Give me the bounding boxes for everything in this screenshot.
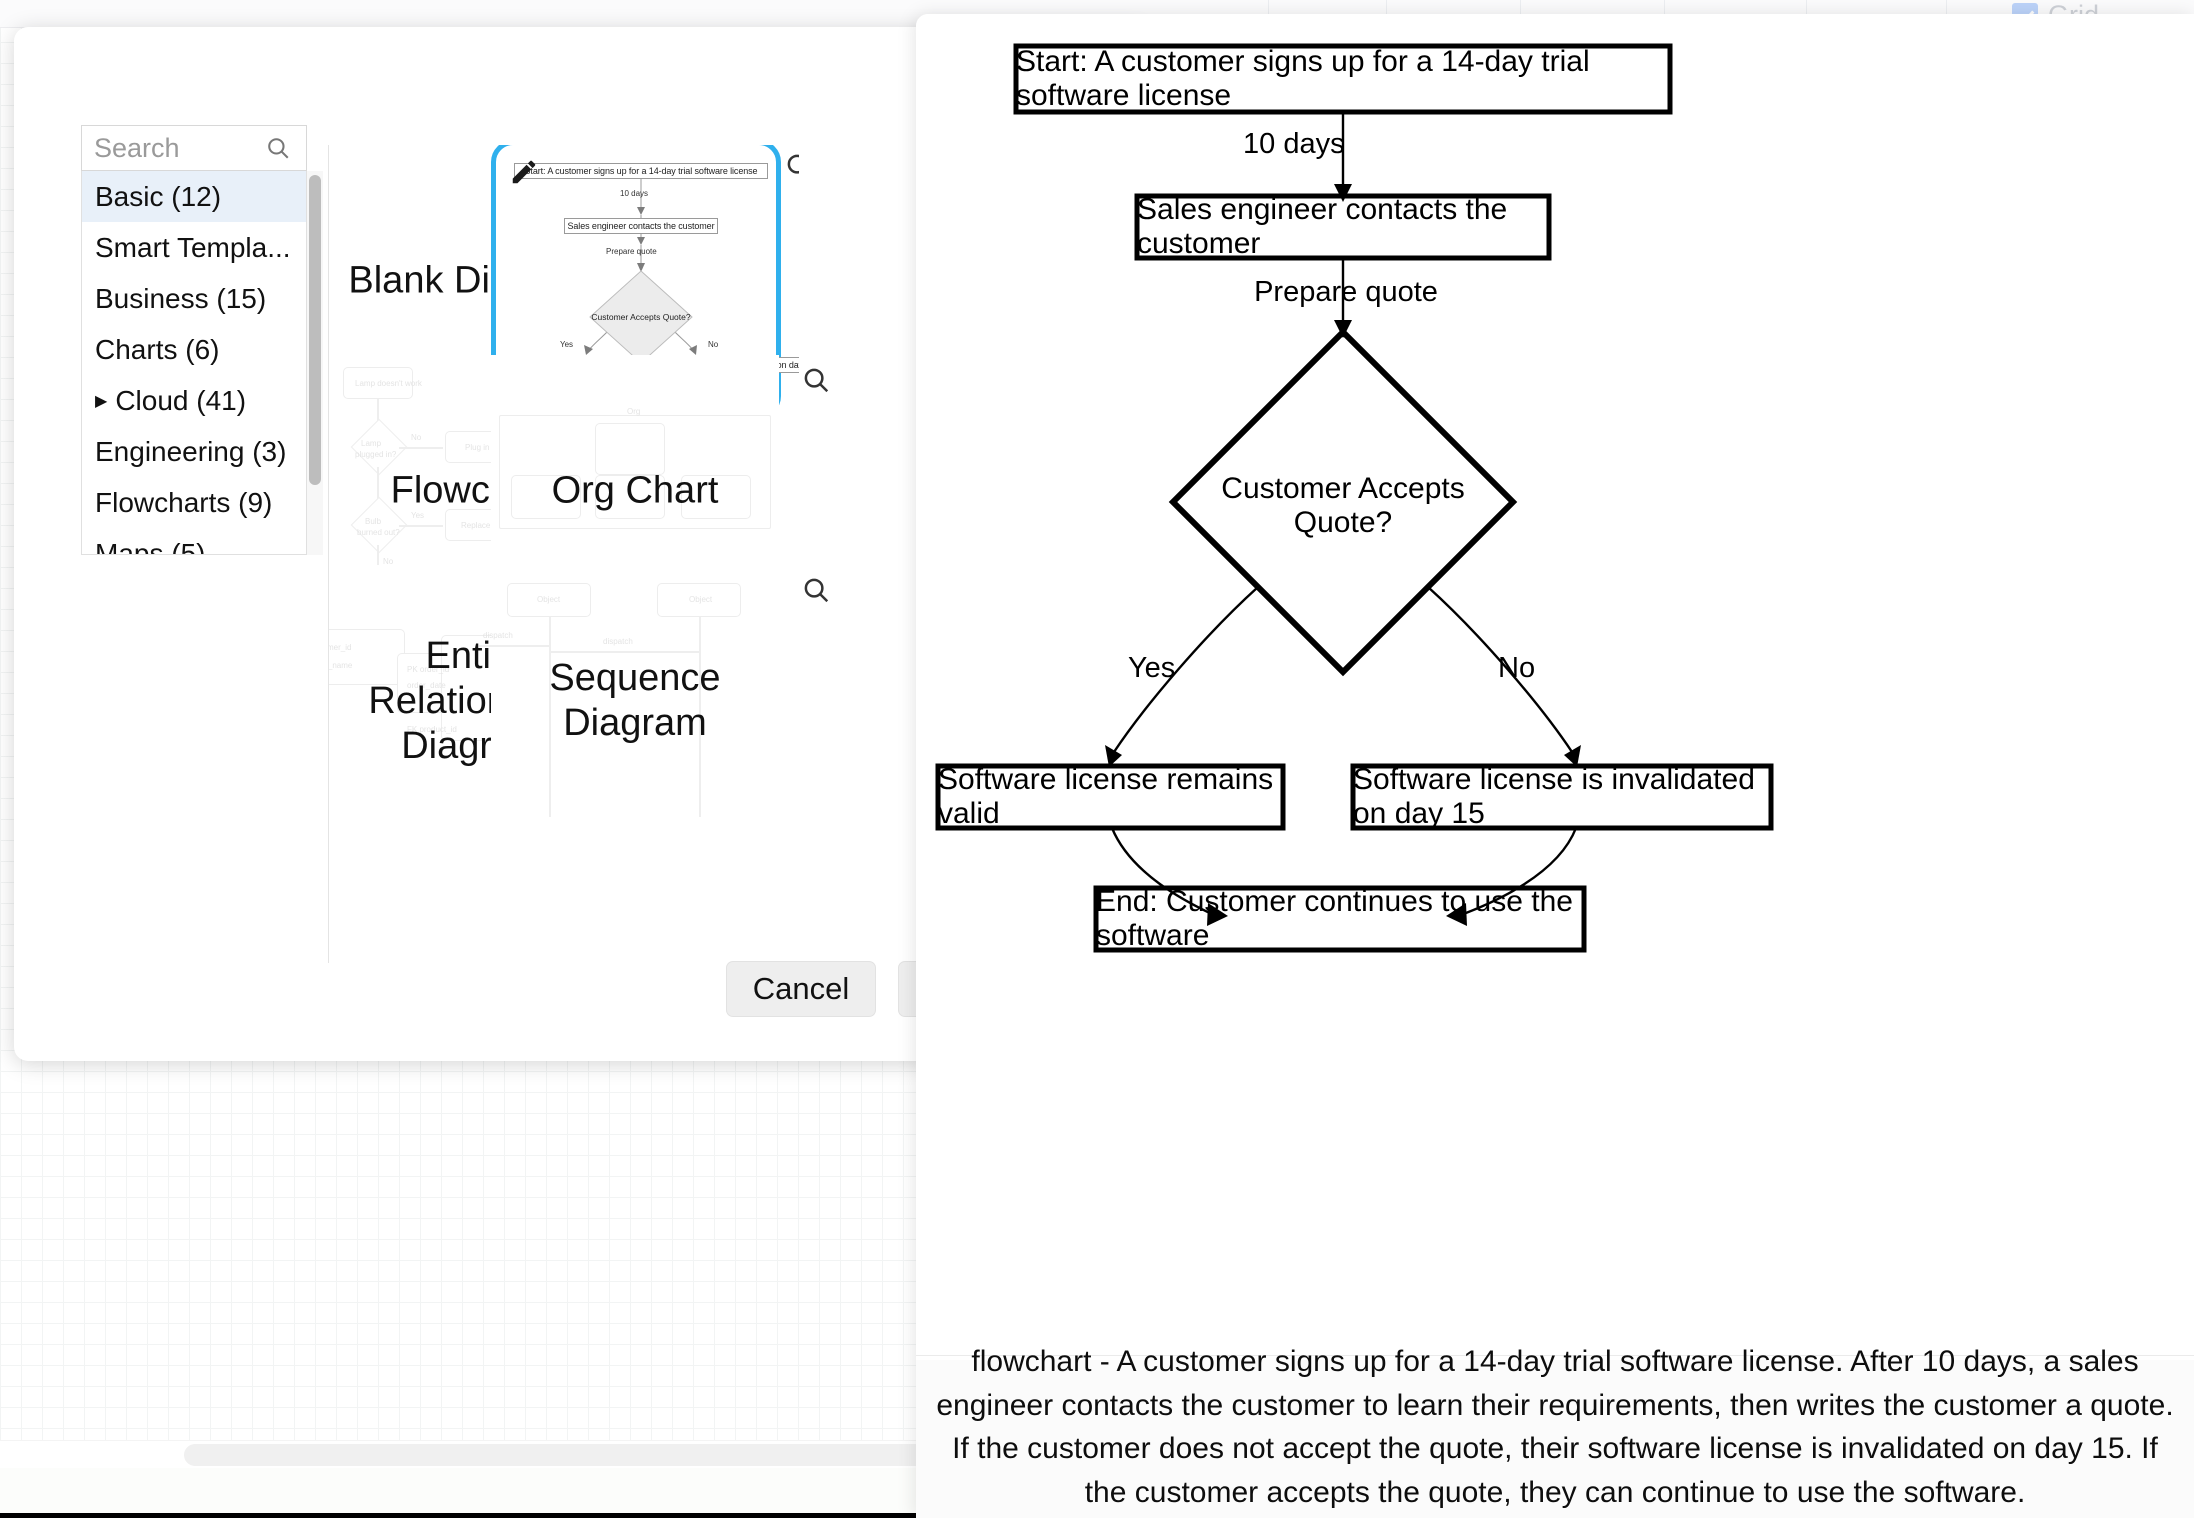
preview-caption: flowchart - A customer signs up for a 14… [936, 1345, 2174, 1509]
category-item-basic[interactable]: Basic (12) [82, 171, 306, 222]
category-label: Engineering (3) [95, 435, 287, 467]
template-card-sequence-diagram[interactable]: Object Object dispatch dispatch Sequence… [479, 565, 829, 837]
category-item-maps[interactable]: Maps (5) [82, 528, 306, 555]
flowchart-edge-label-no: No [1498, 652, 1536, 684]
category-item-flowcharts[interactable]: Flowcharts (9) [82, 477, 306, 528]
preview-zoom-icon[interactable] [801, 365, 831, 400]
category-item-business[interactable]: Business (15) [82, 273, 306, 324]
template-picker-dialog: Basic (12) Smart Templa... Business (15)… [14, 27, 1148, 1061]
category-scrollbar[interactable] [307, 171, 323, 555]
category-scrollbar-thumb[interactable] [309, 175, 321, 485]
chevron-right-icon: ▶ [95, 392, 108, 410]
flowchart-node-valid: Software license remains valid [938, 763, 1274, 830]
mini-edge-label-no: No [708, 340, 719, 349]
category-label: Flowcharts (9) [95, 486, 273, 518]
template-preview-panel: ✕ [916, 14, 2194, 1518]
mini-edge-label-10-days: 10 days [620, 189, 649, 198]
flowchart-node-decision: Customer Accepts Quote? [1221, 472, 1465, 539]
category-item-charts[interactable]: Charts (6) [82, 324, 306, 375]
flowchart-node-invalid: Software license is invalidated on day 1… [1353, 763, 1755, 830]
category-label: Maps (5) [95, 537, 206, 555]
search-input[interactable] [82, 132, 258, 164]
mini-node-decision: Customer Accepts Quote? [591, 312, 691, 322]
category-label: Business (15) [95, 282, 267, 314]
flowchart-node-start: Start: A customer signs up for a 14-day … [1016, 45, 1590, 112]
template-title: Org Chart [551, 469, 719, 512]
flowchart-edge-label-10-days: 10 days [1243, 128, 1345, 160]
category-label: Charts (6) [95, 333, 220, 365]
mini-edge-label-prepare-quote: Prepare quote [606, 247, 657, 256]
flowchart-node-end: End: Customer continues to use the softw… [1096, 885, 1573, 952]
edit-pencil-icon[interactable] [509, 157, 539, 192]
category-item-smart-templates[interactable]: Smart Templa... [82, 222, 306, 273]
category-list[interactable]: Basic (12) Smart Templa... Business (15)… [81, 171, 307, 555]
flowchart-node-sales: Sales engineer contacts the customer [1137, 193, 1508, 260]
mini-node-start: Start: A customer signs up for a 14-day … [514, 163, 768, 179]
cancel-button[interactable]: Cancel [725, 961, 877, 1017]
caption-divider [916, 1355, 2194, 1356]
category-item-cloud[interactable]: ▶ Cloud (41) [82, 375, 306, 426]
category-label: Cloud (41) [115, 384, 247, 416]
category-label: Smart Templa... [95, 231, 291, 263]
mini-edge-label-yes: Yes [560, 340, 574, 349]
search-icon[interactable] [258, 135, 298, 161]
preview-zoom-icon[interactable] [801, 575, 831, 610]
flowchart-edge-label-yes: Yes [1128, 652, 1176, 684]
search-box[interactable] [81, 125, 307, 171]
category-label: Basic (12) [95, 180, 222, 212]
mini-node-sales: Sales engineer contacts the customer [564, 218, 718, 234]
flowchart-preview-canvas: Start: A customer signs up for a 14-day … [916, 14, 2194, 1360]
template-grid: Blank Diagram [328, 145, 1148, 963]
template-title: Sequence Diagram [549, 657, 721, 744]
category-item-engineering[interactable]: Engineering (3) [82, 426, 306, 477]
flowchart-edge-label-prepare-quote: Prepare quote [1254, 276, 1438, 308]
